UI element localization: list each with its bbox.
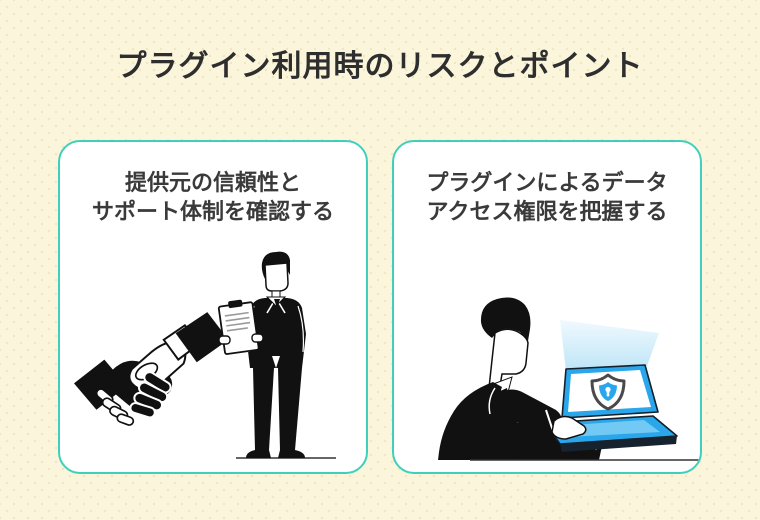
light-beam [560,320,659,371]
card-heading: 提供元の信頼性と サポート体制を確認する [60,168,366,226]
handshake-icon [74,312,229,426]
heading-line: プラグインによるデータ [426,170,668,195]
left-hand [218,335,231,345]
right-hand [251,333,264,343]
hair [261,251,290,279]
laptop-security-illustration [394,242,700,472]
hair [480,297,531,341]
cards-row: 提供元の信頼性と サポート体制を確認する [58,140,702,474]
heading-line: 提供元の信頼性と [124,170,301,195]
face [488,328,529,389]
page-title: プラグイン利用時のリスクとポイント [116,50,644,83]
heading-line: アクセス権限を把握する [426,199,668,224]
shield-icon [590,373,626,411]
shoe-right [278,450,305,458]
trouser-right [278,368,302,450]
trouser-left [253,368,274,450]
arm [498,389,562,437]
tie [272,299,281,330]
keyhole-icon [605,386,611,393]
card-provider-trust: 提供元の信頼性と サポート体制を確認する [58,140,368,474]
card-data-access: プラグインによるデータ アクセス権限を把握する [392,140,702,474]
clipboard-document [217,299,260,355]
jacket [246,298,306,368]
trust-illustration-svg [74,251,336,459]
cuff-seam [545,409,554,432]
jacket-bottom-notch [272,356,280,368]
lapel-seam [488,387,496,415]
businessman-illustration [217,251,336,459]
heading-line: サポート体制を確認する [91,199,334,224]
shoe-left [246,450,271,458]
handshake-black-fingers [129,371,172,419]
handshake-businessman-illustration [60,242,366,472]
handshake-white-fingertips [95,388,135,426]
handshake-right-sleeve [175,312,229,363]
security-illustration-svg [438,297,700,461]
face [264,262,289,292]
card-heading: プラグインによるデータ アクセス権限を把握する [394,168,700,226]
typing-hand [551,415,587,440]
